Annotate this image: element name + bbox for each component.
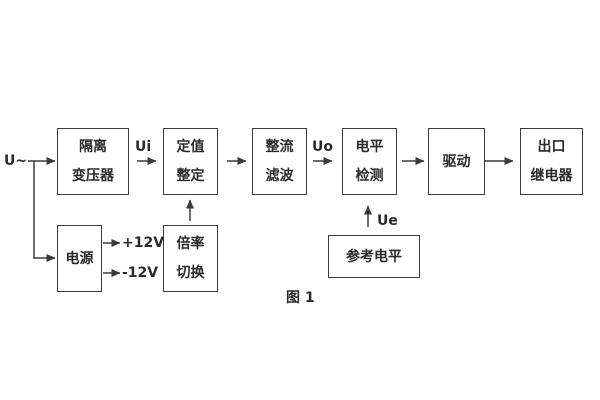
figure-caption: 图 1 [286,290,315,306]
block-label-line: 倍率 [176,236,205,252]
block-label-line: 滤波 [265,168,294,184]
block-label-line: 出口 [537,139,566,155]
signal-uo-label: Uo [312,139,333,155]
signal-ui-label: Ui [135,139,152,155]
signal-ue-label: Ue [377,213,398,229]
block-label-line: 切换 [176,265,205,281]
rail-pos12v-label: +12V [122,235,165,251]
block-label-line: 定值 [176,139,205,155]
block-label-line: 整流 [265,139,294,155]
block-driver: 驱动 [428,128,485,195]
block-output-relay: 出口 继电器 [520,128,583,195]
block-level-detector: 电平 检测 [342,128,397,195]
block-power-supply: 电源 [57,225,102,292]
block-label-line: 继电器 [530,168,573,184]
block-label-line: 驱动 [442,153,471,170]
rail-neg12v-label: -12V [122,265,159,281]
block-label-line: 整定 [176,168,205,184]
input-voltage-label: U~ [4,153,28,169]
block-isolation-transformer: 隔离 变压器 [57,128,129,195]
wire-input-branch-to-power [33,161,56,262]
block-label-line: 检测 [355,168,384,184]
block-label-line: 参考电平 [346,248,402,265]
block-label-line: 隔离 [79,139,107,155]
block-reference-level: 参考电平 [328,235,420,278]
block-ratio-switch: 倍率 切换 [163,225,218,292]
block-label-line: 电源 [65,250,94,267]
block-label-line: 电平 [355,139,384,155]
block-label-line: 变压器 [72,168,114,184]
block-rectifier-filter: 整流 滤波 [252,128,307,195]
block-value-setting: 定值 整定 [163,128,218,195]
